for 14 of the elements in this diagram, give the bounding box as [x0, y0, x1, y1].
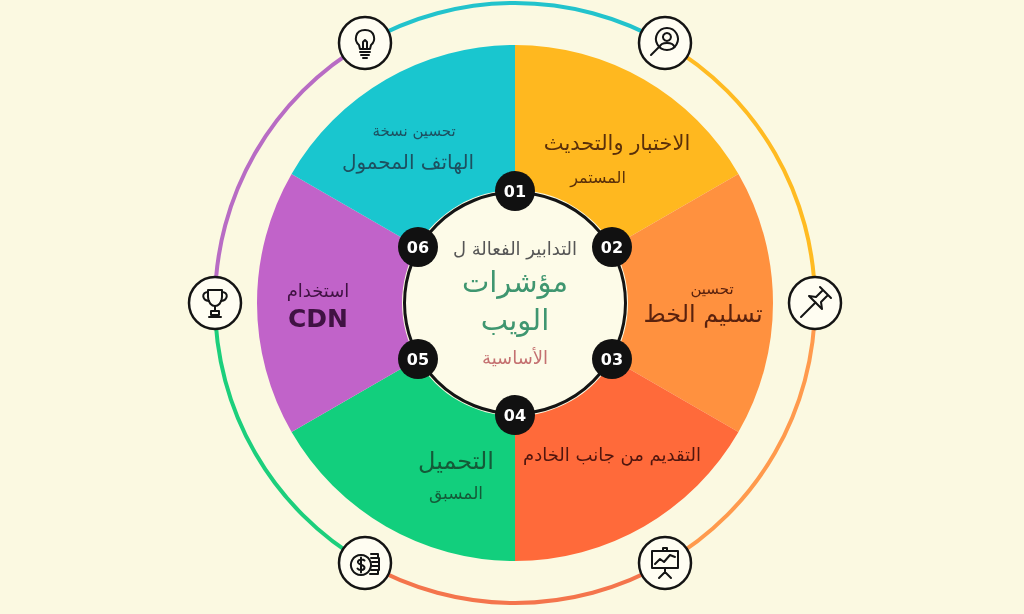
hub-heading: التدابير الفعالة ل — [452, 236, 578, 261]
segment-subheading: المستمر — [570, 168, 626, 188]
segment-heading: الاختبار والتحديث — [543, 130, 691, 155]
hub-subtitle: الأساسية — [482, 345, 548, 370]
segment-heading: التحميل — [418, 448, 494, 476]
segment-heading: تحسين — [690, 281, 734, 299]
segment-subheading: الهاتف المحمول — [341, 151, 475, 175]
hub-title: مؤشرات الويب — [461, 264, 569, 339]
segment-subheading: CDN — [288, 304, 348, 334]
segment-subheading: تسليم الخط — [643, 301, 763, 329]
segment-heading: التقديم من جانب الخادم — [523, 444, 701, 466]
segment-heading: استخدام — [286, 280, 350, 302]
segment-heading: تحسين نسخة — [372, 123, 456, 141]
segment-subheading: المسبق — [428, 484, 484, 504]
